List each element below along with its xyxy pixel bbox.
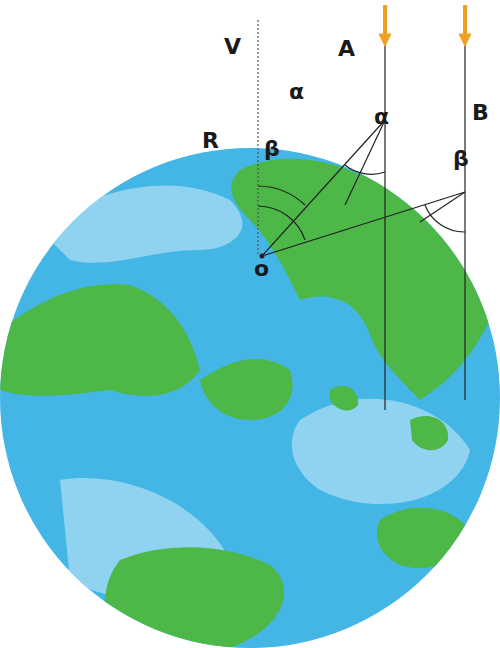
sun-ray: [464, 45, 465, 400]
vertical-dashed: [257, 20, 258, 256]
angle-arc: [345, 165, 385, 174]
angle-arc: [425, 205, 465, 232]
angle-label: β: [453, 148, 469, 170]
angle-label: α: [289, 81, 304, 103]
angle-arc: [258, 206, 305, 240]
angle-label: α: [374, 106, 389, 128]
sun-ray: [384, 45, 385, 410]
point-label: V: [224, 36, 241, 58]
angle-arc: [258, 186, 305, 205]
angle-label: β: [264, 138, 280, 160]
point-label: A: [338, 38, 355, 60]
radius-line: [262, 120, 385, 256]
radius-line: [262, 192, 465, 256]
earth-globe: [0, 148, 500, 648]
point-label: R: [202, 130, 219, 152]
continent: [105, 547, 284, 648]
continent: [0, 284, 200, 396]
point-label: o: [254, 258, 269, 280]
point-label: B: [472, 102, 489, 124]
tangent-line: [420, 192, 465, 222]
tangent-line: [345, 120, 385, 205]
sunlight-arrow: [379, 5, 471, 46]
